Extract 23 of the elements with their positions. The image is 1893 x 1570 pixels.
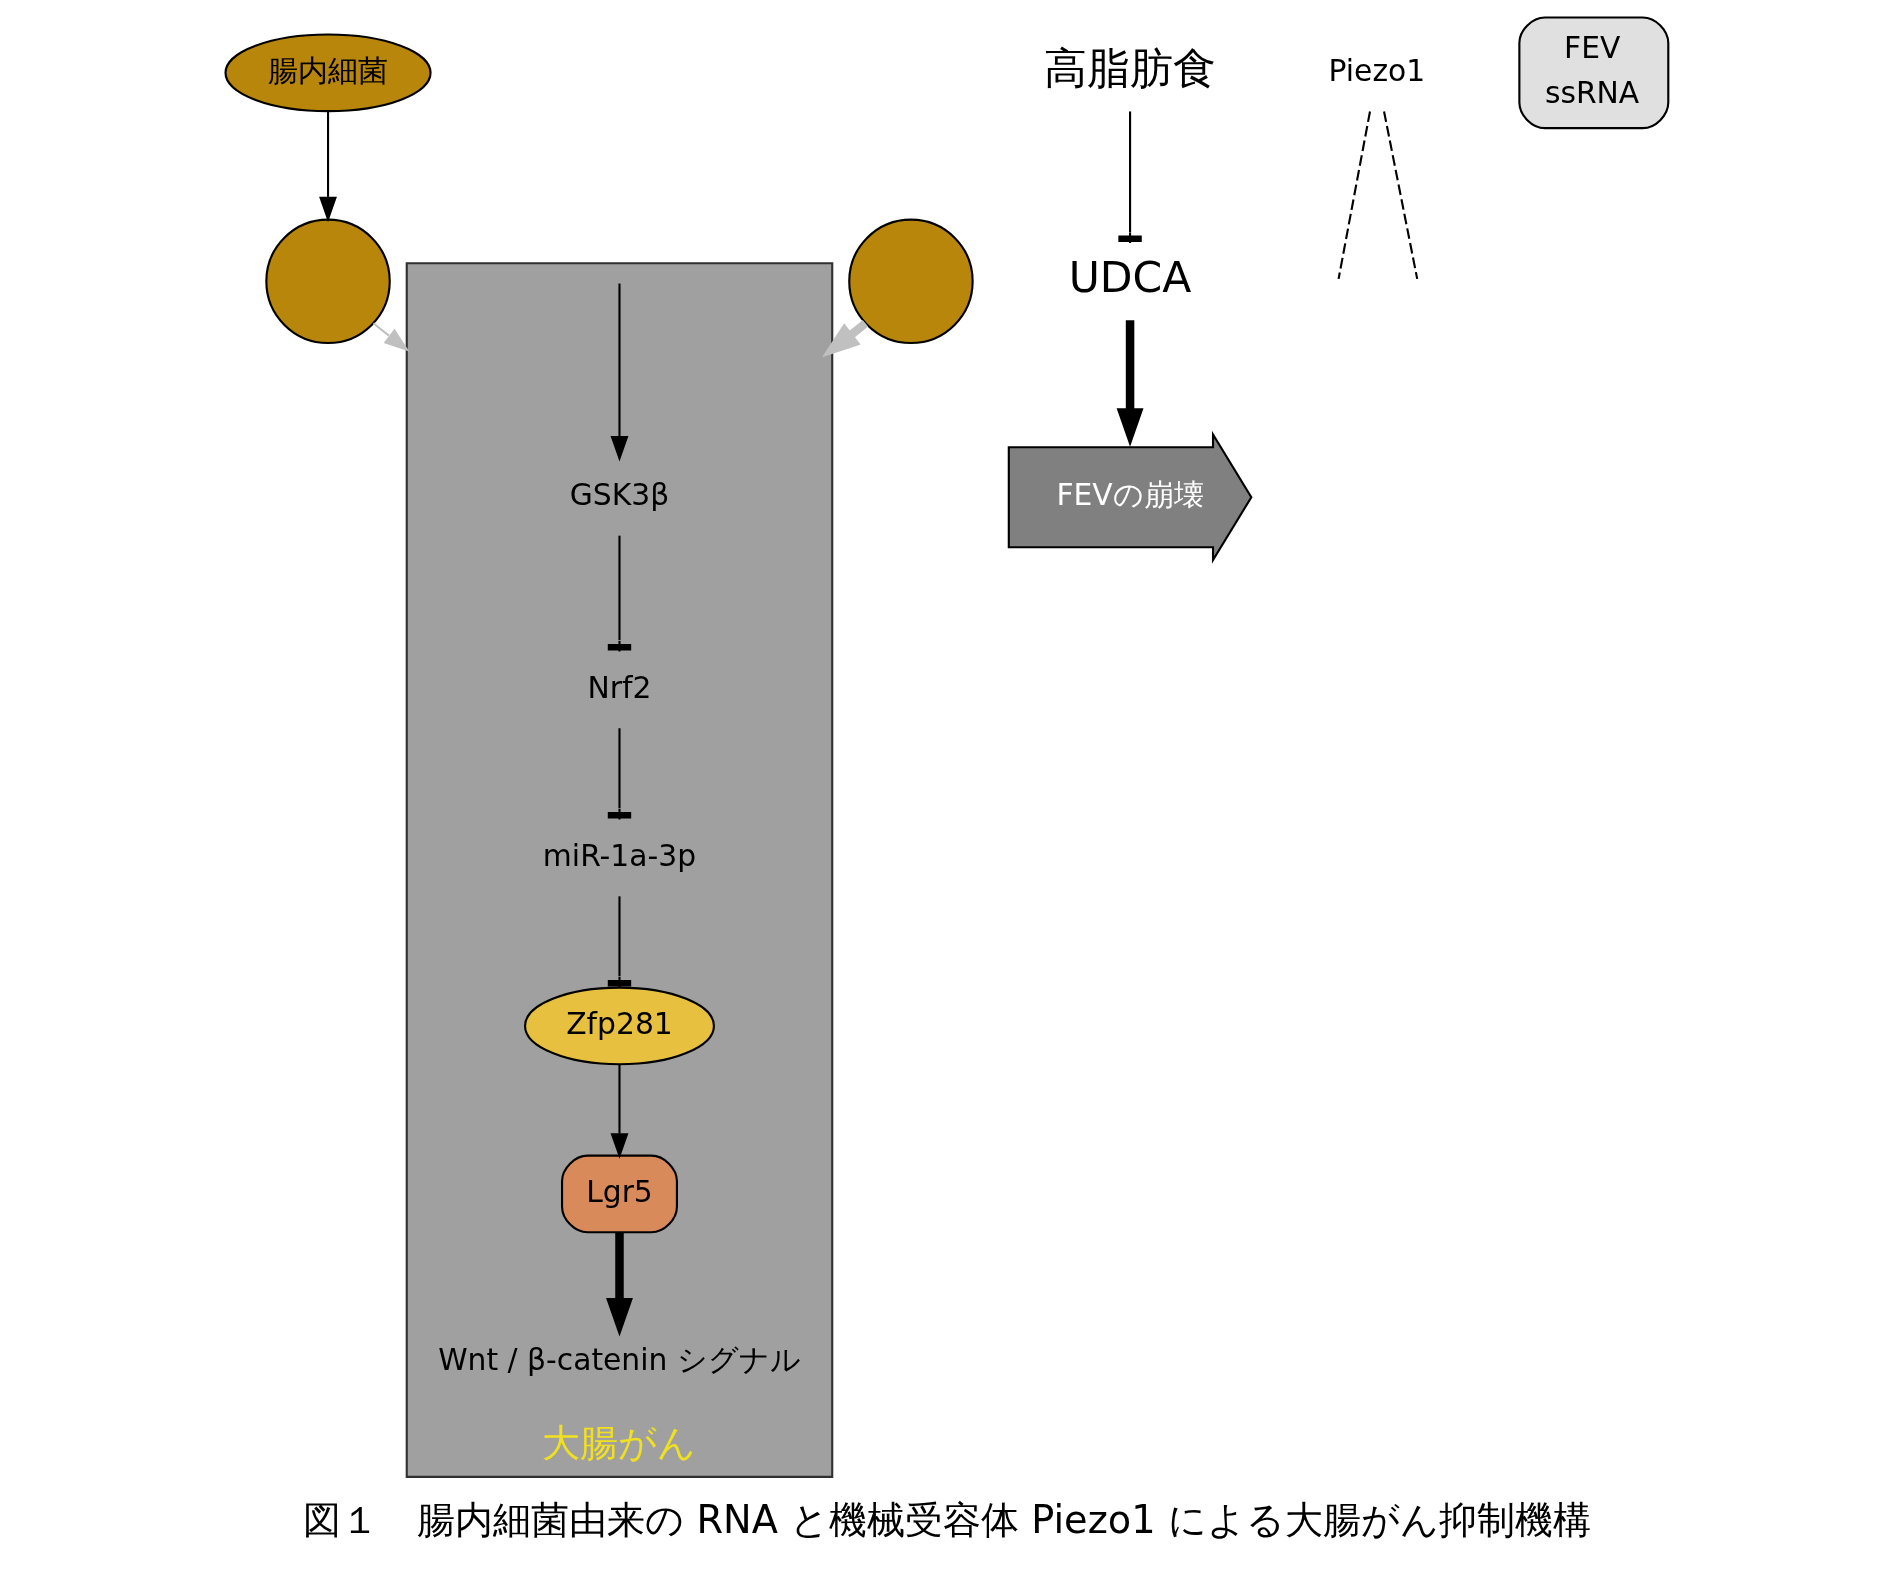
node-ellipse: Zfp281	[523, 986, 715, 1065]
arrow	[610, 283, 628, 462]
node-ellipse: 腸内細菌	[223, 32, 432, 112]
arrow	[372, 321, 409, 351]
legend-label: ssRNA	[1544, 74, 1639, 110]
arrow	[605, 1231, 633, 1337]
connector	[1337, 110, 1371, 279]
node-text: Wnt / β-catenin シグナル	[437, 1341, 801, 1377]
node-text: GSK3β	[569, 476, 669, 512]
legend-label: FEV	[1563, 29, 1620, 65]
arrow	[821, 319, 868, 357]
caption: 図１ 腸内細菌由来の RNA と機械受容体 Piezo1 による大腸がん抑制機構	[302, 1496, 1591, 1542]
node-box: Lgr5	[560, 1154, 678, 1233]
connector	[1117, 110, 1142, 243]
node-text: Piezo1	[1328, 52, 1425, 88]
node-text: UDCA	[1068, 252, 1191, 302]
node-text: Nrf2	[587, 669, 651, 705]
arrow	[610, 1063, 628, 1159]
connector	[1382, 110, 1418, 279]
arrow	[318, 110, 337, 222]
arrow	[1116, 319, 1143, 447]
node-text: 高脂肪食	[1043, 43, 1216, 93]
node-text: miR-1a-3p	[542, 837, 696, 873]
